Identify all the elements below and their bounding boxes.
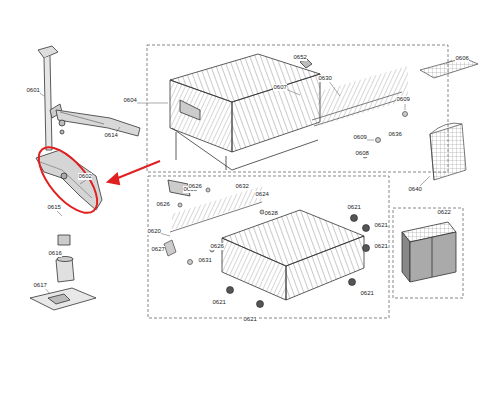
group-frame — [147, 45, 463, 318]
callout-number: 0621 — [374, 222, 388, 229]
callout-number: 0626 — [156, 201, 170, 208]
callout-number: 0631 — [198, 257, 212, 264]
callout-number: 0601 — [26, 87, 40, 94]
callout-number: 0617 — [33, 282, 47, 289]
callout-number: 0621 — [243, 316, 257, 323]
callout-number: 0604 — [123, 97, 137, 104]
callout-number: 0626 — [188, 183, 202, 190]
highlight-marker — [28, 138, 160, 222]
callout-number: 0626 — [210, 243, 224, 250]
cutlery-basket — [402, 222, 456, 282]
callout-number: 0624 — [255, 191, 269, 198]
callout-number: 0602 — [78, 173, 92, 180]
callout-number: 0621 — [347, 204, 361, 211]
tine-rack — [312, 66, 408, 158]
callout-number: 0636 — [388, 131, 402, 138]
callout-number: 0621 — [374, 243, 388, 250]
callout-number: 0622 — [437, 209, 451, 216]
rack-wheel — [227, 215, 370, 308]
callout-number: 0614 — [104, 132, 118, 139]
callout-number: 0609 — [353, 134, 367, 141]
callout-number: 0609 — [396, 96, 410, 103]
callout-number: 0630 — [318, 75, 332, 82]
upper-rack — [168, 54, 320, 196]
callout-number: 0627 — [151, 246, 165, 253]
callout-number: 0608 — [355, 150, 369, 157]
spray-arm-assembly — [30, 46, 140, 310]
callout-number: 0652 — [293, 54, 307, 61]
callout-number: 0615 — [47, 204, 61, 211]
leader-line — [37, 60, 452, 294]
lower-rack — [222, 210, 364, 300]
callout-number: 0640 — [408, 186, 422, 193]
callout-number: 0607 — [273, 84, 287, 91]
callout-number: 0621 — [360, 290, 374, 297]
callout-number: 0620 — [147, 228, 161, 235]
cup-shelf — [420, 58, 478, 180]
callout-number: 0632 — [235, 183, 249, 190]
callout-number: 0628 — [264, 210, 278, 217]
callout-number: 0621 — [212, 299, 226, 306]
callout-number: 0606 — [455, 55, 469, 62]
callout-number: 0616 — [48, 250, 62, 257]
